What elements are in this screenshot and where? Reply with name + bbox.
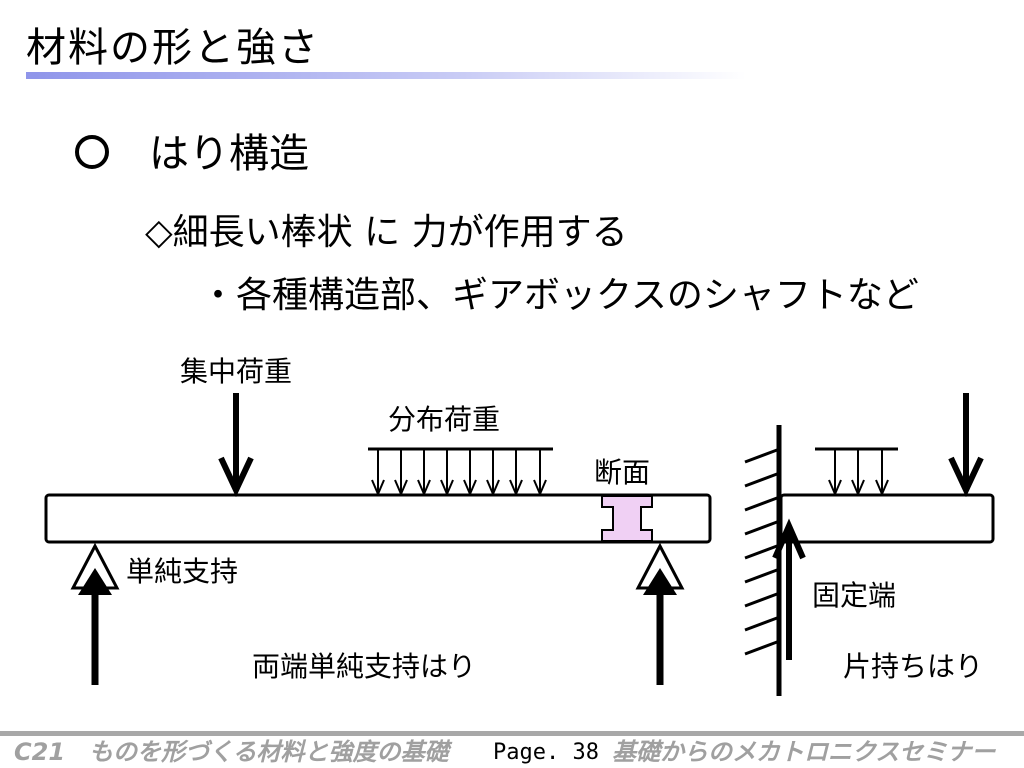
right-support-icon: [635, 542, 685, 685]
wall-hatch-line: [744, 448, 778, 464]
cross-section-label: 断面: [594, 456, 651, 489]
simple-support-label: 単純支持: [126, 555, 239, 588]
wall-hatch-line: [744, 568, 778, 584]
footer-course: C21 ものを形づくる材料と強度の基礎: [14, 738, 449, 766]
distributed-load-arrows: [368, 447, 553, 497]
bullet-1: ◇細長い棒状 に 力が作用する: [145, 212, 628, 253]
section-heading: はり構造: [75, 134, 309, 174]
i-beam-section: [601, 495, 653, 542]
page-number: Page. 38: [493, 740, 599, 765]
left-support-icon: [70, 542, 120, 685]
footer-divider: [0, 731, 1024, 736]
wall-hatch-line: [744, 592, 778, 608]
concentrated-load-label: 集中荷重: [180, 355, 293, 388]
heading-text: はり構造: [149, 131, 309, 177]
cantilever-concentrated-load-arrow: [948, 393, 984, 498]
fixed-wall: [744, 425, 782, 696]
wall-hatch-line: [744, 496, 778, 512]
fixed-end-label: 固定端: [812, 579, 897, 612]
distributed-load-label: 分布荷重: [388, 403, 501, 436]
bullet-2: ・各種構造部、ギアボックスのシャフトなど: [200, 275, 919, 316]
cantilever-distributed-load-arrows: [815, 447, 898, 497]
fixed-end-reaction-arrow: [772, 518, 806, 660]
title-underline: [26, 72, 746, 79]
wall-hatch-line: [744, 472, 778, 488]
slide-title: 材料の形と強さ: [26, 25, 320, 71]
wall-hatch-line: [744, 640, 778, 656]
cantilever-beam: [779, 493, 995, 544]
wall-hatch-line: [744, 616, 778, 632]
circle-bullet-icon: [75, 135, 109, 169]
wall-hatch-line: [744, 544, 778, 560]
footer-seminar: 基礎からのメカトロニクスセミナー: [612, 738, 996, 766]
wall-hatch-line: [744, 520, 778, 536]
cantilever-beam-label: 片持ちはり: [843, 650, 984, 683]
simply-supported-beam-label: 両端単純支持はり: [252, 650, 477, 683]
concentrated-load-arrow: [218, 393, 254, 498]
